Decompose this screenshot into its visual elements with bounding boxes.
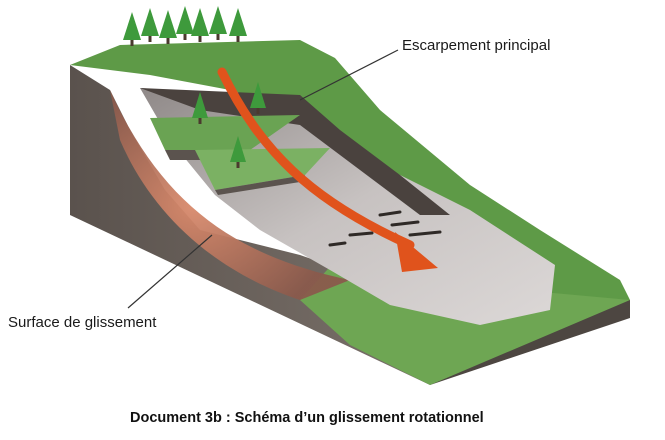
pine-tree-icon	[230, 136, 246, 168]
pine-trees-top	[123, 6, 266, 168]
pine-tree-icon	[141, 8, 159, 42]
leader-surface	[127, 234, 213, 309]
pine-tree-icon	[229, 8, 247, 42]
pine-tree-icon	[123, 12, 141, 46]
pine-tree-icon	[192, 92, 208, 124]
main-scarp	[140, 88, 450, 215]
caption: Document 3b : Schéma d’un glissement rot…	[130, 410, 484, 426]
label-escarpement-principal: Escarpement principal	[402, 37, 551, 54]
leader-escarpement	[299, 49, 399, 101]
pine-tree-icon	[209, 6, 227, 40]
label-surface-de-glissement: Surface de glissement	[8, 314, 157, 331]
pine-tree-icon	[191, 8, 209, 42]
pine-tree-icon	[250, 82, 266, 114]
pine-tree-icon	[159, 10, 177, 44]
pine-tree-icon	[176, 6, 194, 40]
slip-surface	[110, 90, 350, 300]
slump-block-2	[195, 148, 330, 190]
arrow-icon	[217, 67, 438, 272]
slump-block-2-face	[215, 175, 305, 195]
cracks	[328, 210, 442, 247]
